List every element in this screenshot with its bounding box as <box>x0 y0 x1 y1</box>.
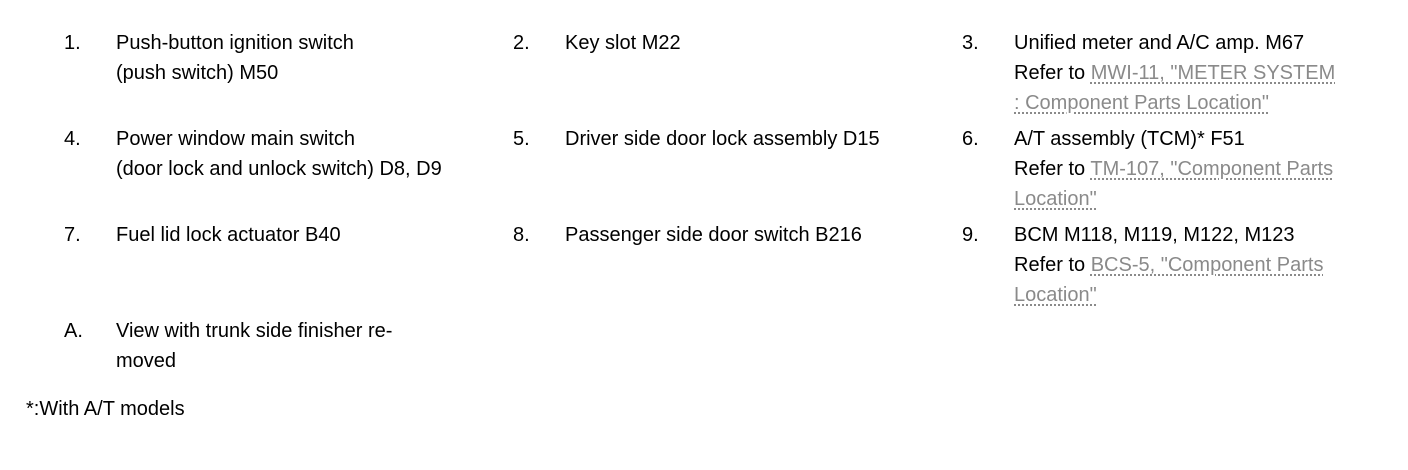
legend-item-7: 7. Fuel lid lock actuator B40 <box>64 220 341 250</box>
refer-to-line: Refer to BCS-5, "Component Parts <box>1014 250 1323 280</box>
item-line: Push-button ignition switch <box>116 32 354 54</box>
item-description: Passenger side door switch B216 <box>565 220 862 250</box>
refer-to-line: Refer to TM-107, "Component Parts <box>1014 154 1333 184</box>
item-description: BCM M118, M119, M122, M123 Refer to BCS-… <box>1014 220 1323 310</box>
meter-system-link[interactable]: MWI-11, "METER SYSTEM <box>1090 62 1336 84</box>
item-number: 4. <box>64 128 81 150</box>
item-line: View with trunk side finisher re- <box>116 320 393 342</box>
item-line: Passenger side door switch B216 <box>565 224 862 246</box>
meter-system-link-continued[interactable]: : Component Parts Location" <box>1014 92 1270 114</box>
item-description: Key slot M22 <box>565 28 681 58</box>
item-number: A. <box>64 320 83 342</box>
bcs-component-parts-link[interactable]: BCS-5, "Component Parts <box>1090 254 1324 276</box>
item-number: 7. <box>64 224 81 246</box>
item-line: (door lock and unlock switch) D8, D9 <box>116 158 442 180</box>
item-number: 1. <box>64 32 81 54</box>
item-number: 9. <box>962 224 979 246</box>
item-line: A/T assembly (TCM)* F51 <box>1014 128 1245 150</box>
item-description: Driver side door lock assembly D15 <box>565 124 880 154</box>
item-line: Key slot M22 <box>565 32 681 54</box>
refer-to-label: Refer to <box>1014 62 1086 84</box>
item-line: BCM M118, M119, M122, M123 <box>1014 224 1295 246</box>
tm-component-parts-link-continued[interactable]: Location" <box>1014 188 1097 210</box>
legend-item-2: 2. Key slot M22 <box>513 28 681 58</box>
item-description: Power window main switch (door lock and … <box>116 124 442 184</box>
item-line: moved <box>116 350 177 372</box>
footnote: *:With A/T models <box>26 398 185 420</box>
item-number: 3. <box>962 32 979 54</box>
refer-to-label: Refer to <box>1014 254 1086 276</box>
legend-item-8: 8. Passenger side door switch B216 <box>513 220 862 250</box>
legend-item-3: 3. Unified meter and A/C amp. M67 Refer … <box>962 28 1335 118</box>
item-line: Power window main switch <box>116 128 355 150</box>
legend-item-9: 9. BCM M118, M119, M122, M123 Refer to B… <box>962 220 1323 310</box>
item-description: A/T assembly (TCM)* F51 Refer to TM-107,… <box>1014 124 1333 214</box>
item-line: Fuel lid lock actuator B40 <box>116 224 341 246</box>
item-description: Fuel lid lock actuator B40 <box>116 220 341 250</box>
tm-component-parts-link[interactable]: TM-107, "Component Parts <box>1090 158 1334 180</box>
item-number: 6. <box>962 128 979 150</box>
bcs-component-parts-link-continued[interactable]: Location" <box>1014 284 1097 306</box>
legend-item-6: 6. A/T assembly (TCM)* F51 Refer to TM-1… <box>962 124 1333 214</box>
item-line: (push switch) M50 <box>116 62 279 84</box>
item-line: Unified meter and A/C amp. M67 <box>1014 32 1305 54</box>
item-description: Unified meter and A/C amp. M67 Refer to … <box>1014 28 1335 118</box>
item-number: 5. <box>513 128 530 150</box>
legend-item-a: A. View with trunk side finisher re- mov… <box>64 316 392 376</box>
item-number: 8. <box>513 224 530 246</box>
item-description: Push-button ignition switch (push switch… <box>116 28 354 88</box>
item-description: View with trunk side finisher re- moved <box>116 316 392 376</box>
item-line: Driver side door lock assembly D15 <box>565 128 880 150</box>
legend-item-5: 5. Driver side door lock assembly D15 <box>513 124 880 154</box>
refer-to-label: Refer to <box>1014 158 1086 180</box>
item-number: 2. <box>513 32 530 54</box>
refer-to-line: Refer to MWI-11, "METER SYSTEM <box>1014 58 1335 88</box>
legend-item-4: 4. Power window main switch (door lock a… <box>64 124 442 184</box>
legend-item-1: 1. Push-button ignition switch (push swi… <box>64 28 354 88</box>
